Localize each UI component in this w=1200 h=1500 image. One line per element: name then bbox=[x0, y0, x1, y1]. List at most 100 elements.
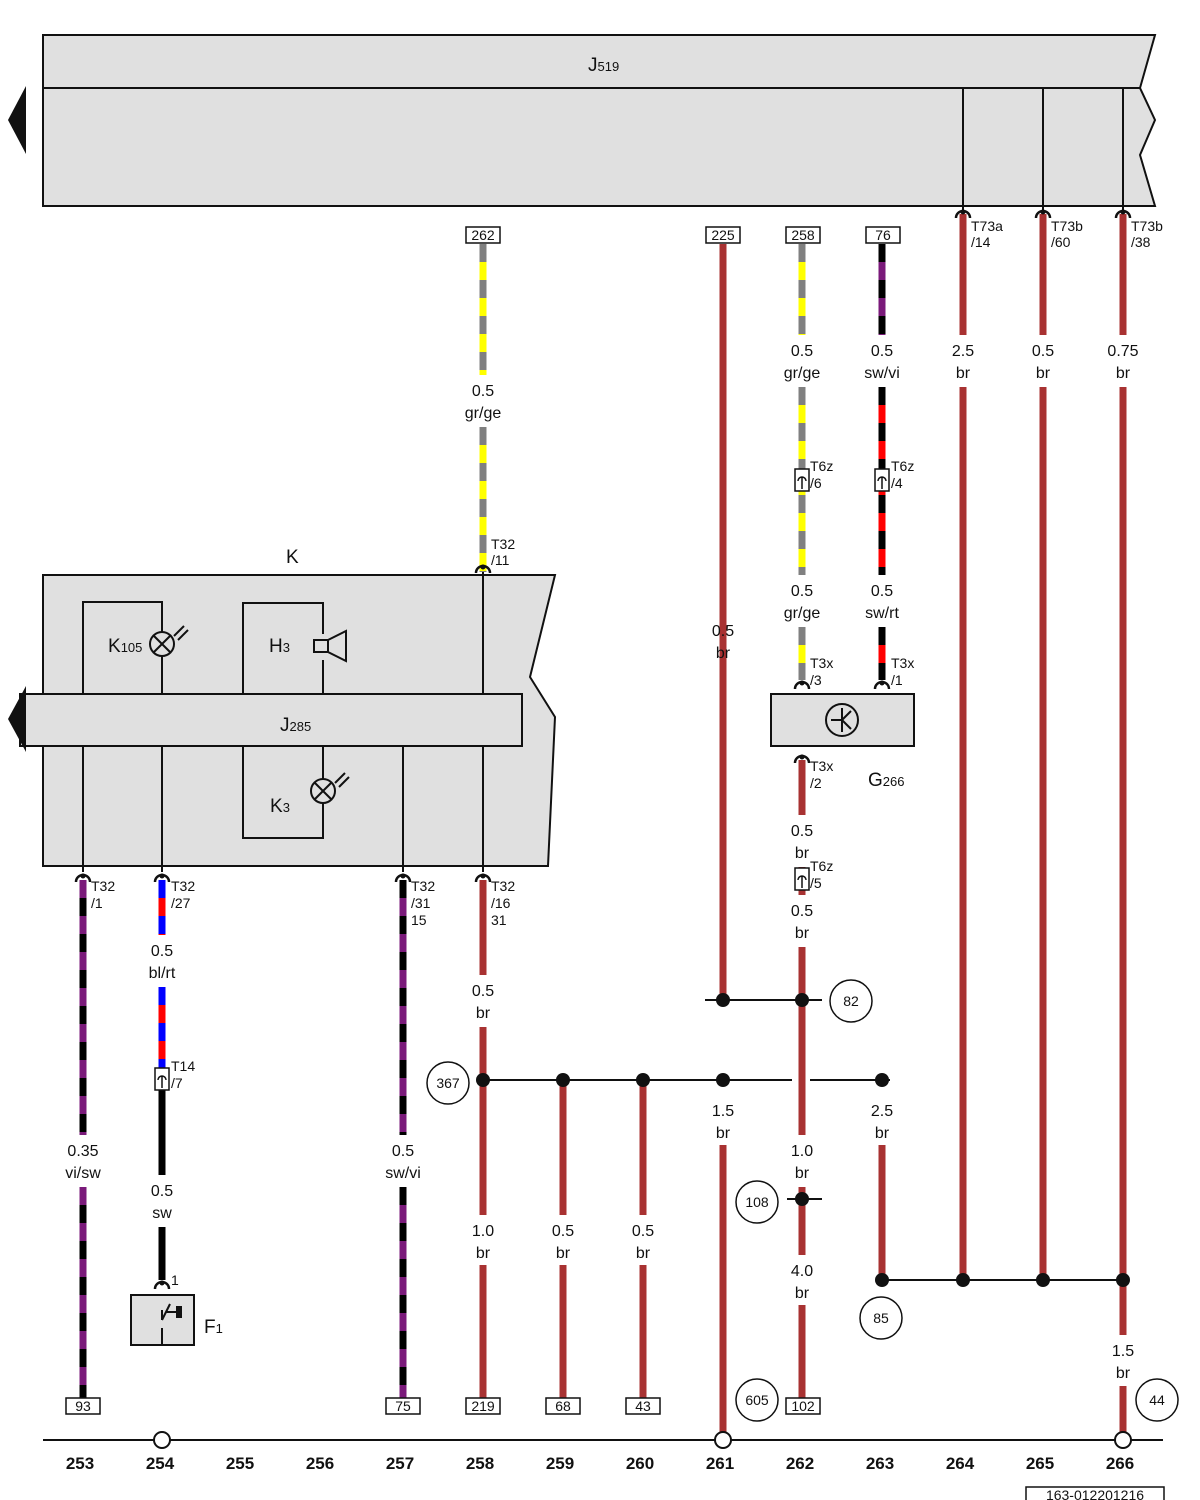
wire-color: br bbox=[795, 925, 810, 942]
control-unit-j519: J519 bbox=[42, 34, 1157, 210]
column-numbers: 253 254 255 256 257 258 259 260 261 262 … bbox=[66, 1454, 1134, 1473]
conn-t73b-38-l1: T73b bbox=[1131, 218, 1163, 234]
conn-t32-27-l2: /27 bbox=[171, 895, 191, 911]
bottom-ref-boxes bbox=[65, 1397, 821, 1415]
h3-label: H3 bbox=[269, 636, 290, 657]
ref-box: 43 bbox=[635, 1398, 651, 1414]
conn-t32-31-l3: 15 bbox=[411, 912, 427, 928]
wire-color: sw/vi bbox=[864, 365, 900, 382]
conn-t32-16-l1: T32 bbox=[491, 878, 515, 894]
conn-t73b-60-l2: /60 bbox=[1051, 234, 1071, 250]
ref-box: 68 bbox=[555, 1398, 571, 1414]
inline-connector-pin bbox=[877, 476, 887, 489]
warning-lamp-k3-icon bbox=[310, 772, 350, 804]
conn-t73a-14-l2: /14 bbox=[971, 234, 991, 250]
column-number: 266 bbox=[1106, 1454, 1134, 1473]
connector-pin-dot bbox=[1040, 209, 1046, 215]
connector-pin-dot bbox=[159, 873, 165, 879]
wire-size: 4.0 bbox=[791, 1263, 813, 1280]
ground-point bbox=[153, 1431, 171, 1449]
circle-ref: 82 bbox=[843, 993, 859, 1009]
ref-box: 219 bbox=[471, 1398, 495, 1414]
wire-color: br bbox=[1036, 365, 1051, 382]
conn-t3x-3-l2: /3 bbox=[810, 672, 822, 688]
column-number: 259 bbox=[546, 1454, 574, 1473]
ref-box: 258 bbox=[791, 227, 815, 243]
wire-color: gr/ge bbox=[784, 605, 821, 622]
column-number: 253 bbox=[66, 1454, 94, 1473]
wire-labels: 0.5 gr/ge 0.5 gr/ge 0.5 sw/vi 2.5 br 0.5… bbox=[65, 343, 1138, 1382]
ref-box: 262 bbox=[471, 227, 495, 243]
wire-segments bbox=[79, 214, 1127, 1434]
wire-size: 1.0 bbox=[472, 1223, 494, 1240]
wire-color: vi/sw bbox=[65, 1165, 101, 1182]
wire-size: 0.5 bbox=[1032, 343, 1054, 360]
column-number: 255 bbox=[226, 1454, 254, 1473]
connector-pin-dot bbox=[799, 754, 805, 760]
wire-color: br bbox=[636, 1245, 651, 1262]
conn-t73b-38-l2: /38 bbox=[1131, 234, 1151, 250]
wire-size: 0.5 bbox=[791, 823, 813, 840]
conn-t73a-14-l1: T73a bbox=[971, 218, 1003, 234]
conn-t32-16-l3: 31 bbox=[491, 912, 507, 928]
wire-size: 1.0 bbox=[791, 1143, 813, 1160]
wire-size: 0.5 bbox=[791, 583, 813, 600]
inline-connector-pin bbox=[797, 875, 807, 888]
continuation-arrow-top bbox=[8, 86, 26, 154]
k3-label: K3 bbox=[270, 796, 290, 817]
connector-pin-dot bbox=[1120, 209, 1126, 215]
wire-size: 0.5 bbox=[632, 1223, 654, 1240]
column-number: 262 bbox=[786, 1454, 814, 1473]
wire-size: 0.35 bbox=[67, 1143, 98, 1160]
wire-size: 0.75 bbox=[1107, 343, 1138, 360]
conn-t6z-4-l2: /4 bbox=[891, 475, 903, 491]
wire-color: sw/rt bbox=[865, 605, 899, 622]
connector-pin-dot bbox=[879, 680, 885, 686]
wire-size: 0.5 bbox=[472, 983, 494, 1000]
continuation-arrow-mid bbox=[8, 686, 26, 752]
wire-size: 0.5 bbox=[392, 1143, 414, 1160]
column-number: 257 bbox=[386, 1454, 414, 1473]
column-number: 256 bbox=[306, 1454, 334, 1473]
conn-t32-11-l2: /11 bbox=[491, 552, 510, 568]
wire-color: br bbox=[716, 1125, 731, 1142]
conn-t32-11-l1: T32 bbox=[491, 536, 515, 552]
g266-label: G266 bbox=[868, 770, 904, 791]
conn-t3x-3-l1: T3x bbox=[810, 655, 833, 671]
column-number: 260 bbox=[626, 1454, 654, 1473]
k105-label: K105 bbox=[108, 636, 142, 657]
wire-color: sw/vi bbox=[385, 1165, 421, 1182]
column-number: 263 bbox=[866, 1454, 894, 1473]
wire-size: 0.5 bbox=[151, 943, 173, 960]
top-ref-boxes bbox=[465, 226, 901, 244]
wire-color: br bbox=[795, 1165, 810, 1182]
wire-color: br bbox=[476, 1005, 491, 1022]
diagram-id: 163-012201216 bbox=[1046, 1487, 1144, 1500]
wire-color: br bbox=[476, 1245, 491, 1262]
wire-color: br bbox=[556, 1245, 571, 1262]
ref-box: 102 bbox=[791, 1398, 815, 1414]
circle-ref: 367 bbox=[436, 1075, 460, 1091]
circle-ref: 108 bbox=[745, 1194, 769, 1210]
conn-f1-pin: 1 bbox=[171, 1272, 179, 1288]
wire-size: 0.5 bbox=[472, 383, 494, 400]
conn-t73b-60-l1: T73b bbox=[1051, 218, 1083, 234]
wire-color: br bbox=[1116, 1365, 1131, 1382]
conn-t32-31-l2: /31 bbox=[411, 895, 431, 911]
wire-size: 0.5 bbox=[791, 343, 813, 360]
f1-label: F1 bbox=[204, 1317, 223, 1338]
conn-t3x-2-l1: T3x bbox=[810, 758, 833, 774]
wire-color: br bbox=[1116, 365, 1131, 382]
wire-color: gr/ge bbox=[465, 405, 502, 422]
wire-size: 0.5 bbox=[552, 1223, 574, 1240]
circle-ref: 85 bbox=[873, 1310, 889, 1326]
connector-pin-dot bbox=[799, 680, 805, 686]
diagram-id-box bbox=[1025, 1486, 1165, 1500]
j519-label: J519 bbox=[588, 55, 619, 76]
connector-pin-dot bbox=[159, 1280, 165, 1286]
switch-f1 bbox=[130, 1294, 195, 1346]
sensor-g266 bbox=[770, 693, 915, 747]
conn-t32-1-l1: T32 bbox=[91, 878, 115, 894]
conn-t14-7-l1: T14 bbox=[171, 1058, 195, 1074]
